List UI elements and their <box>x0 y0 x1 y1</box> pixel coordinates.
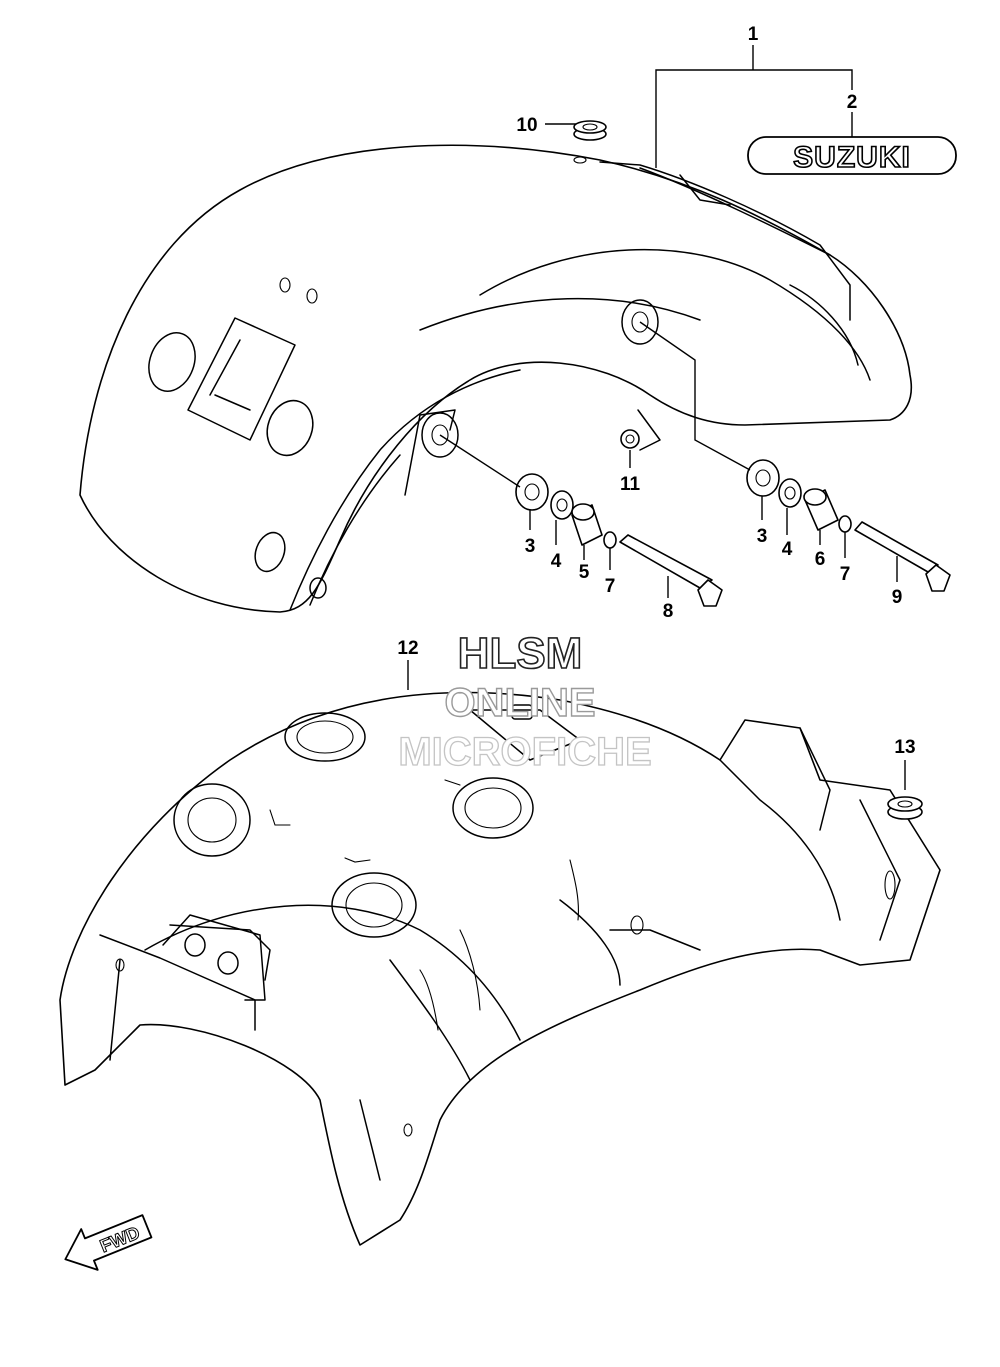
label-3-left: 3 <box>525 536 536 557</box>
inner-fender <box>59 691 941 1246</box>
bolt-8 <box>619 534 723 607</box>
collar-5 <box>571 503 603 546</box>
leader-lines <box>407 45 906 790</box>
label-13: 13 <box>894 737 915 758</box>
label-4-right: 4 <box>782 539 793 560</box>
fwd-arrow: FWD <box>64 1214 153 1271</box>
rear-fender <box>79 144 912 613</box>
collar-6 <box>803 488 839 531</box>
label-12: 12 <box>397 638 418 659</box>
watermark-line-2: ONLINE <box>444 681 595 725</box>
label-3-right: 3 <box>757 526 768 547</box>
washer-7-left <box>603 531 617 549</box>
label-7-left: 7 <box>605 576 616 597</box>
label-5: 5 <box>579 562 590 583</box>
grommet-10 <box>573 120 607 141</box>
washer-7-right <box>838 515 852 533</box>
label-4-left: 4 <box>551 551 562 572</box>
watermark: HLSM ONLINE MICROFICHE <box>398 628 653 774</box>
label-1: 1 <box>748 24 759 45</box>
callout-numbers: 1 2 10 11 3 4 5 7 8 3 4 6 7 9 12 13 <box>397 24 915 758</box>
label-8: 8 <box>663 601 674 622</box>
nut-11 <box>620 429 640 449</box>
label-9: 9 <box>892 587 903 608</box>
label-7-right: 7 <box>840 564 851 585</box>
washer-4-left <box>550 490 574 520</box>
bolt-9 <box>854 521 951 592</box>
fwd-arrow-icon <box>64 1214 153 1271</box>
watermark-line-3: MICROFICHE <box>398 730 651 774</box>
suzuki-emblem: SUZUKI <box>747 136 957 175</box>
spacer-3-right <box>746 459 780 497</box>
spacer-3-left <box>515 473 549 511</box>
label-2: 2 <box>847 92 858 113</box>
emblem-text: SUZUKI <box>793 141 911 174</box>
watermark-line-1: HLSM <box>458 629 583 678</box>
label-11: 11 <box>620 474 641 495</box>
label-10: 10 <box>516 115 537 136</box>
washer-4-right <box>778 478 802 508</box>
label-6: 6 <box>815 549 826 570</box>
grommet-13 <box>887 796 923 820</box>
